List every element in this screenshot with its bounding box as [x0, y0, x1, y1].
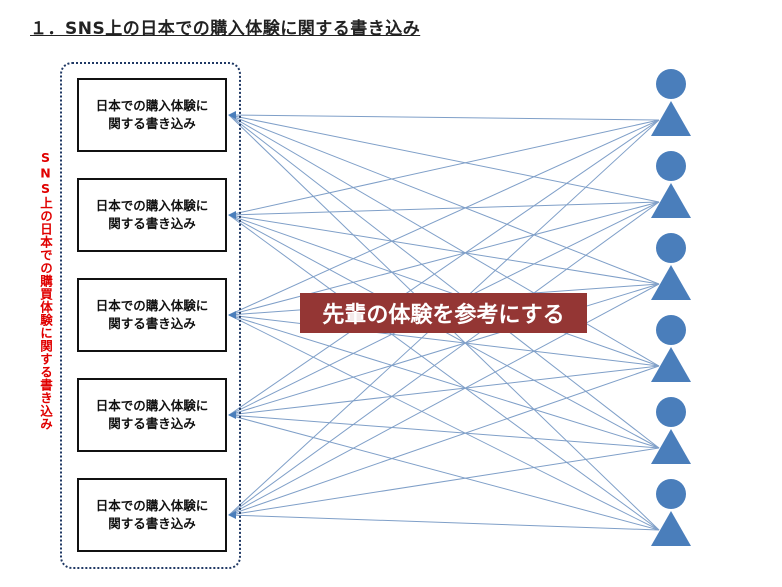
person-body — [651, 101, 691, 136]
connection-line — [228, 214, 660, 285]
connection-line — [228, 119, 660, 216]
person-body — [651, 183, 691, 218]
post-box: 日本での購入体験に関する書き込み — [77, 78, 227, 152]
post-line2: 関する書き込み — [108, 316, 196, 331]
connection-line — [228, 114, 660, 203]
connection-line — [228, 114, 660, 121]
person-icon — [651, 479, 691, 546]
person-head — [656, 397, 686, 427]
connection-line — [228, 114, 660, 285]
connection-line — [228, 201, 660, 216]
connection-line — [228, 414, 660, 531]
banner-label: 先輩の体験を参考にする — [300, 293, 587, 333]
person-body — [651, 347, 691, 382]
post-box: 日本での購入体験に関する書き込み — [77, 478, 227, 552]
connection-line — [228, 314, 660, 531]
post-box: 日本での購入体験に関する書き込み — [77, 278, 227, 352]
connection-line — [228, 514, 660, 531]
person-icon — [651, 315, 691, 382]
connection-line — [228, 365, 660, 516]
person-body — [651, 511, 691, 546]
connection-line — [228, 114, 660, 449]
post-line2: 関する書き込み — [108, 116, 196, 131]
arrowhead-icon — [228, 211, 236, 219]
page-title: １．SNS上の日本での購入体験に関する書き込み — [30, 19, 421, 39]
connection-line — [228, 214, 660, 531]
post-line2: 関する書き込み — [108, 216, 196, 231]
connection-line — [228, 314, 660, 449]
person-head — [656, 69, 686, 99]
arrowhead-icon — [228, 511, 236, 519]
connection-line — [228, 447, 660, 516]
person-icon — [651, 151, 691, 218]
connection-line — [228, 365, 660, 416]
connection-line — [228, 114, 660, 367]
connection-line — [228, 201, 660, 516]
arrowhead-icon — [228, 111, 236, 119]
person-head — [656, 479, 686, 509]
connection-line — [228, 283, 660, 416]
post-line1: 日本での購入体験に — [95, 297, 209, 313]
person-body — [651, 429, 691, 464]
arrowhead-icon — [228, 311, 236, 319]
person-icon — [651, 397, 691, 464]
person-head — [656, 233, 686, 263]
person-head — [656, 151, 686, 181]
connection-line — [228, 119, 660, 316]
post-line1: 日本での購入体験に — [95, 497, 209, 513]
group-label: SNS上の日本での購買体験に関する書き込み — [38, 150, 53, 431]
posts-group-frame — [60, 62, 241, 569]
connection-line — [228, 119, 660, 416]
post-line1: 日本での購入体験に — [95, 97, 209, 113]
post-line2: 関する書き込み — [108, 416, 196, 431]
arrowhead-icon — [228, 411, 236, 419]
person-icon — [651, 69, 691, 136]
post-box: 日本での購入体験に関する書き込み — [77, 378, 227, 452]
post-line1: 日本での購入体験に — [95, 397, 209, 413]
post-line1: 日本での購入体験に — [95, 197, 209, 213]
connection-line — [228, 414, 660, 449]
connection-line — [228, 214, 660, 367]
person-icon — [651, 233, 691, 300]
post-line2: 関する書き込み — [108, 516, 196, 531]
person-body — [651, 265, 691, 300]
connection-line — [228, 283, 660, 516]
post-box: 日本での購入体験に関する書き込み — [77, 178, 227, 252]
person-head — [656, 315, 686, 345]
